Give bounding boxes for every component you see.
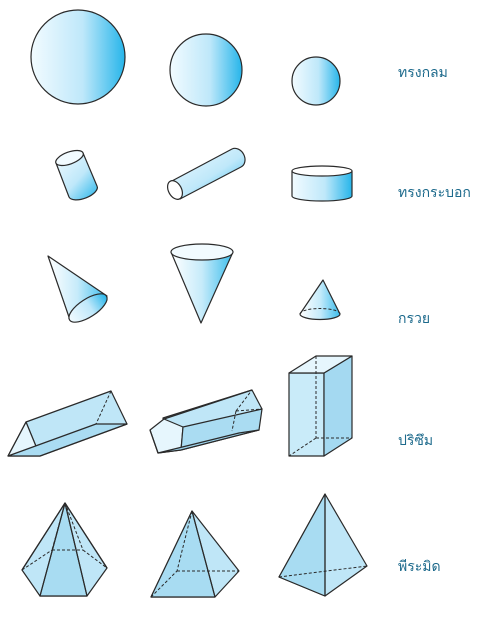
cone-tilted (47, 255, 108, 323)
rectangular-prism (288, 355, 353, 457)
label-cylinder: ทรงกระบอก (398, 185, 471, 201)
label-sphere: ทรงกลม (398, 65, 448, 81)
cylinder-tilted (55, 149, 98, 201)
cone-inverted (170, 243, 234, 324)
label-pyramid: พีระมิด (398, 559, 441, 575)
cone-row (47, 243, 341, 324)
prism-row (7, 355, 353, 457)
triangular-pyramid (278, 493, 368, 597)
square-pyramid (150, 510, 240, 598)
pentagonal-pyramid (21, 502, 108, 597)
label-prism: ปริซึม (398, 433, 434, 449)
sphere-medium (169, 33, 243, 107)
sphere-row (30, 9, 341, 107)
triangular-prism (7, 390, 128, 457)
cylinder-row (55, 147, 353, 202)
cone-small-upright (299, 279, 341, 321)
pentagonal-prism (149, 389, 263, 454)
cylinder-flat (291, 165, 353, 202)
sphere-small (291, 56, 341, 106)
cylinder-long-diagonal (166, 147, 246, 200)
pyramid-row (21, 493, 368, 598)
label-cone: กรวย (398, 311, 431, 327)
sphere-large (30, 9, 126, 105)
